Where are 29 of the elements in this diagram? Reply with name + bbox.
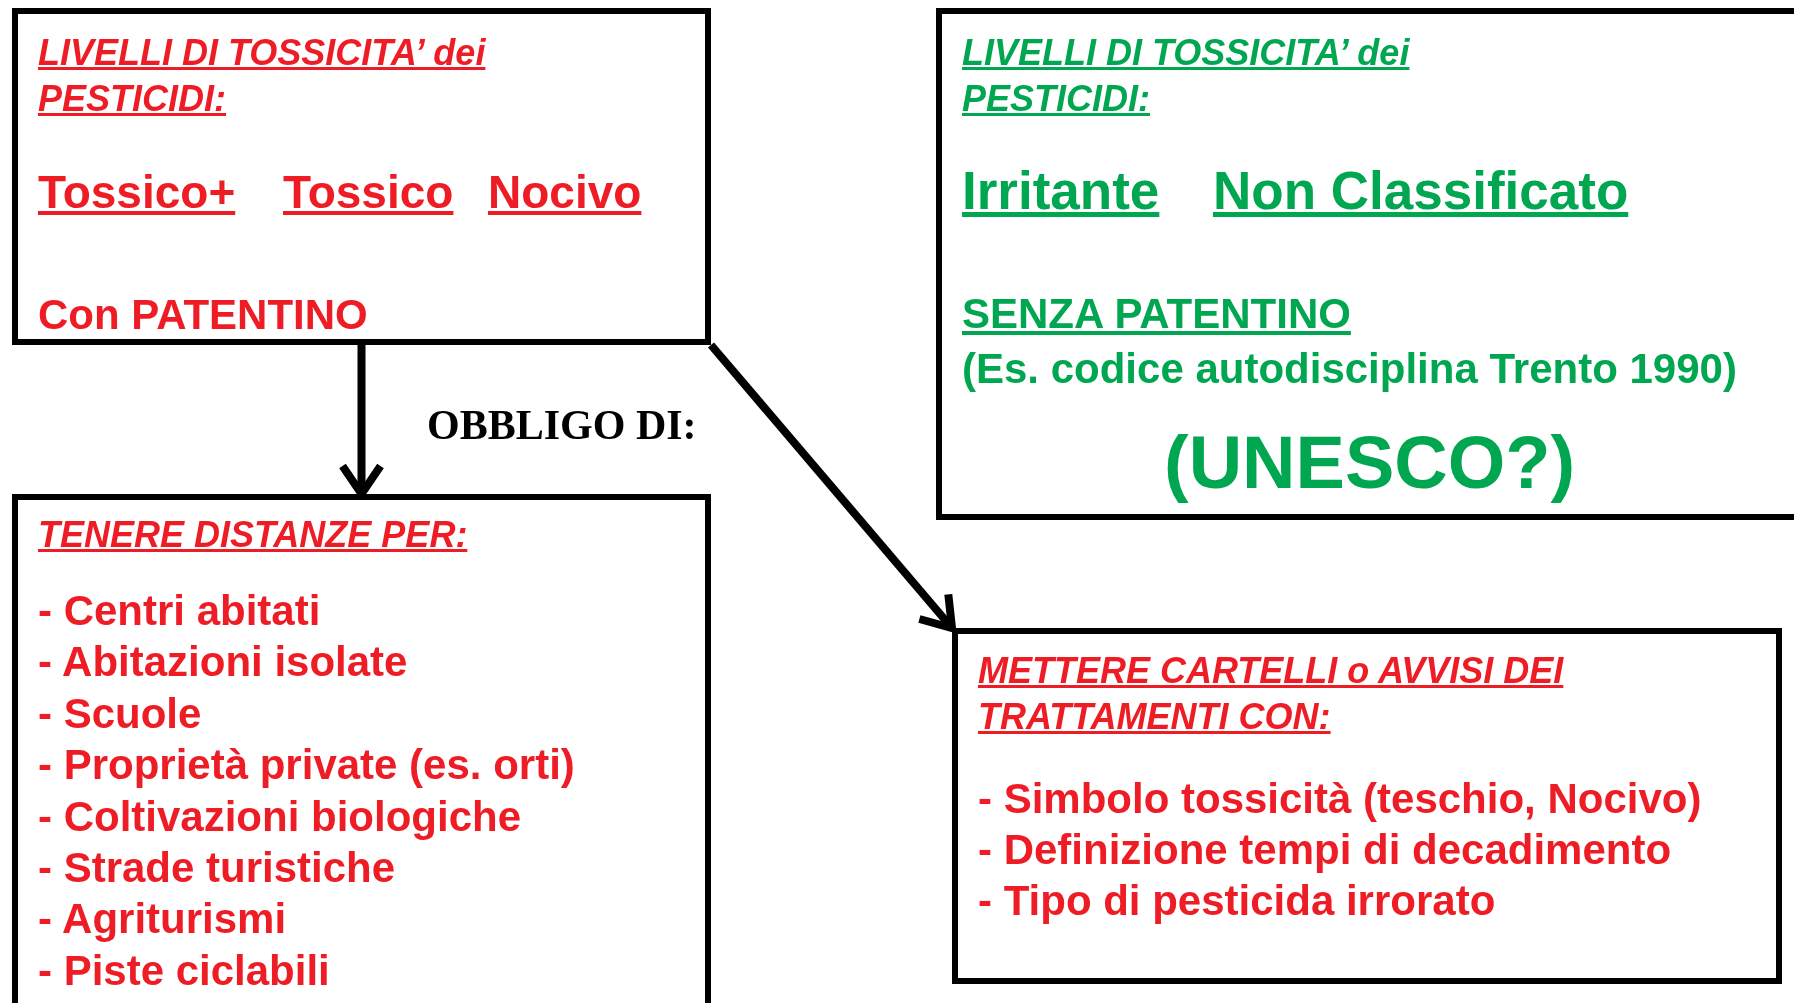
heading: TENERE DISTANZE PER:: [38, 513, 468, 557]
list-item: - Centri abitati: [38, 586, 321, 636]
text-box: [952, 628, 1782, 984]
level-label: Nocivo: [488, 165, 642, 220]
arrow: [707, 342, 956, 632]
level-label: Non Classificato: [1213, 160, 1629, 222]
text-box: [936, 8, 1794, 520]
text-box: [12, 8, 711, 345]
list-item: - Agriturismi: [38, 894, 287, 945]
text-box: [12, 494, 711, 1003]
level-label: Tossico: [283, 165, 454, 220]
list-item: - Scuole: [38, 688, 202, 739]
heading: METTERE CARTELLI o AVVISI DEI TRATTAMENTI CON:: [978, 649, 1565, 739]
list-item: - Definizione tempi di decadimento: [978, 825, 1672, 875]
list-item: - Proprietà private (es. orti): [38, 740, 575, 791]
level-label: Tossico+: [38, 165, 236, 220]
note-text: Con PATENTINO: [38, 290, 368, 340]
note-text: (UNESCO?): [1164, 420, 1576, 506]
list-item: - Strade turistiche: [38, 843, 396, 893]
list-item: - Simbolo tossicità (teschio, Nocivo): [978, 774, 1702, 824]
list-item: - Abitazioni isolate: [38, 637, 408, 688]
note-text: (Es. codice autodisciplina Trento 1990): [962, 344, 1737, 394]
heading: LIVELLI DI TOSSICITA’ dei PESTICIDI:: [962, 31, 1411, 121]
list-item: - Piste ciclabili: [38, 945, 330, 996]
heading: LIVELLI DI TOSSICITA’ dei PESTICIDI:: [38, 31, 487, 121]
level-label: Irritante: [962, 160, 1160, 222]
note-text: SENZA PATENTINO: [962, 289, 1351, 339]
list-item: - Coltivazioni biologiche: [38, 791, 521, 842]
list-item: - Tipo di pesticida irrorato: [978, 876, 1496, 926]
